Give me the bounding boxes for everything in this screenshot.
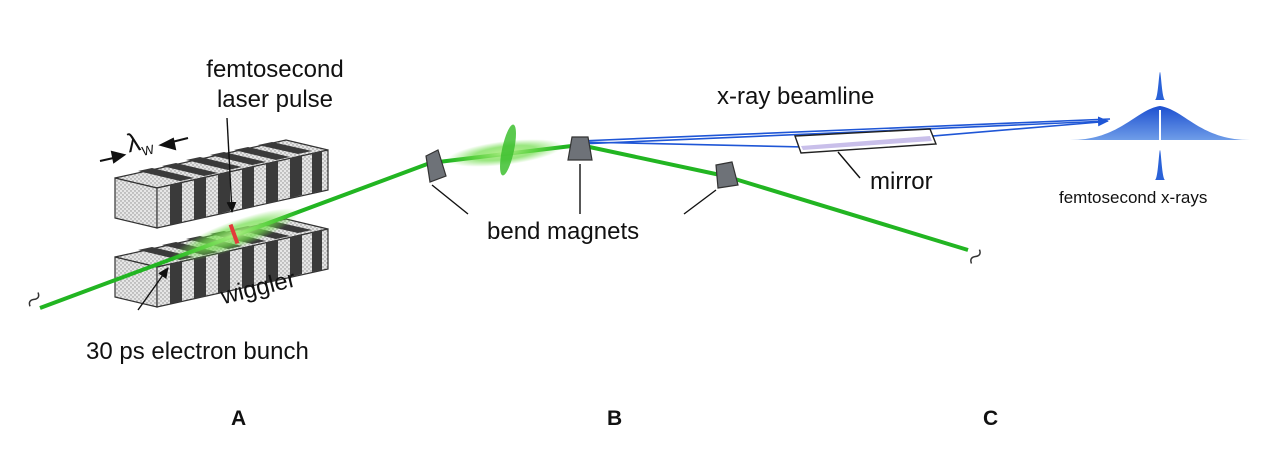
wiggler-upper-block xyxy=(114,139,329,229)
section-label-b: B xyxy=(607,407,623,430)
bend-magnet-3 xyxy=(715,161,739,189)
lambda-w-arrows xyxy=(99,137,189,164)
section-label-a: A xyxy=(231,407,247,430)
bend-magnets-label: bend magnets xyxy=(487,218,640,245)
femtosecond-laser-pulse-label-line1: femtosecond xyxy=(206,56,344,83)
xray-beamline-label: x-ray beamline xyxy=(717,83,875,110)
mirror xyxy=(794,128,938,154)
bend-magnet-1 xyxy=(425,149,447,183)
electron-bunch-label: 30 ps electron bunch xyxy=(86,338,309,365)
femtosecond-xray-pulse xyxy=(1070,72,1250,180)
mirror-label: mirror xyxy=(870,168,933,195)
laser-spot xyxy=(228,223,240,245)
femtosecond-laser-pulse-label-line2: laser pulse xyxy=(216,86,334,113)
section-label-c: C xyxy=(983,407,999,430)
annotation-lines xyxy=(137,117,861,311)
radiator-lens xyxy=(500,124,516,176)
femtosecond-xrays-label: femtosecond x-rays xyxy=(1059,188,1208,207)
bend-magnet-2 xyxy=(567,136,593,161)
